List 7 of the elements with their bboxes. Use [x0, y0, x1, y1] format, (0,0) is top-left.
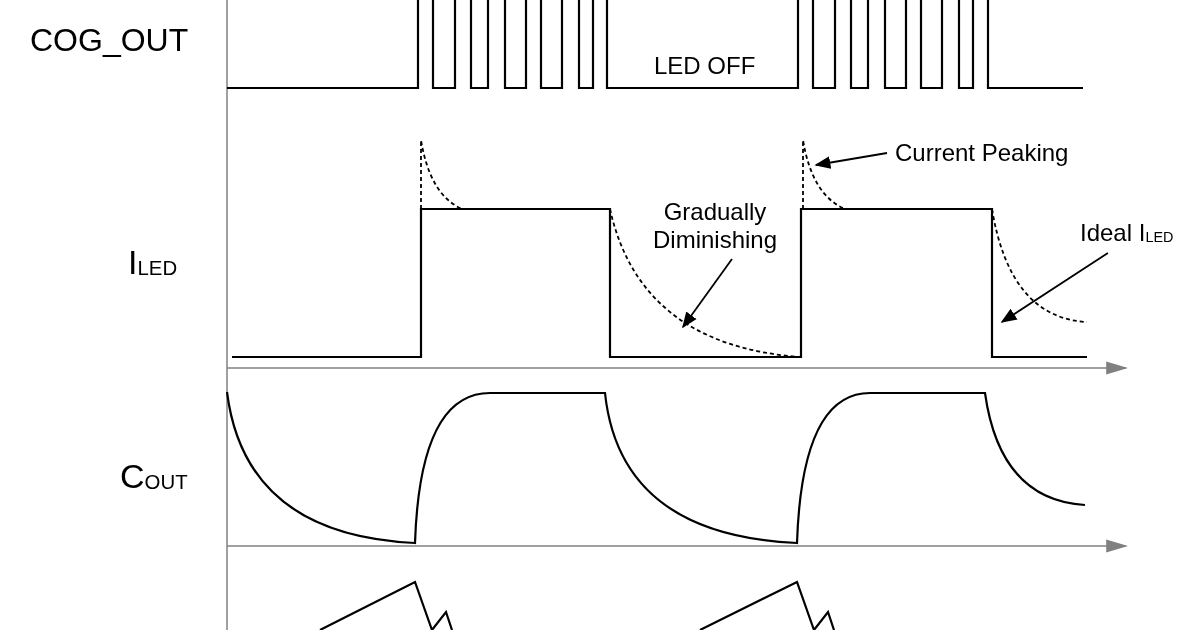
signal-label: COG_OUT [30, 22, 189, 59]
leader-arrow [682, 258, 733, 329]
callout-text: Gradually Diminishing [630, 198, 800, 254]
leader-arrow [814, 152, 888, 169]
leader-arrow [1000, 252, 1109, 323]
callout-text: Current Peaking [895, 139, 1069, 167]
state-label: LED OFF [654, 52, 756, 80]
